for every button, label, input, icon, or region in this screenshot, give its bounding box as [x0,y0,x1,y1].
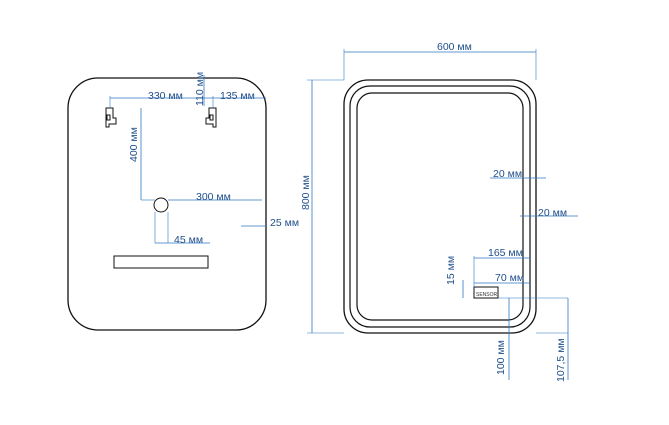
dim-hook-edge: 135 мм [220,90,255,102]
mirror-frame-inner [356,92,524,321]
dim-sensor-edge: 165 мм [488,247,523,259]
dim-sensor-height: 15 мм [445,256,457,285]
dim-frame-top: 20 мм [493,168,522,180]
dim-bottom-offset: 107,5 мм [555,338,567,382]
dim-hook-to-socket: 400 мм [128,127,140,162]
sensor-button [473,286,499,299]
back-bar [113,255,209,269]
front-view: SENSOR 600 мм 800 мм 20 мм 20 мм 165 мм … [300,41,578,382]
back-view: 330 мм 110 мм 135 мм 400 мм 300 мм 25 мм… [67,72,299,331]
dim-sensor-width: 70 мм [495,272,524,284]
right-hook-icon [205,107,217,128]
dim-sensor-bottom: 100 мм [495,340,507,375]
dim-side-depth: 25 мм [270,217,299,229]
dim-socket-offset: 45 мм [174,234,203,246]
dim-width: 600 мм [437,41,472,53]
power-socket-icon [153,197,169,213]
mirror-frame-outer [349,85,531,328]
dim-hook-height: 110 мм [194,72,206,106]
dim-height: 800 мм [300,175,312,210]
sensor-label: SENSOR [476,292,498,298]
dim-socket-edge: 300 мм [196,191,231,203]
mirror-front-outline [343,79,537,334]
dim-hook-spacing: 330 мм [148,90,183,102]
left-hook-icon [105,107,117,128]
dim-frame-side: 20 мм [538,207,567,219]
